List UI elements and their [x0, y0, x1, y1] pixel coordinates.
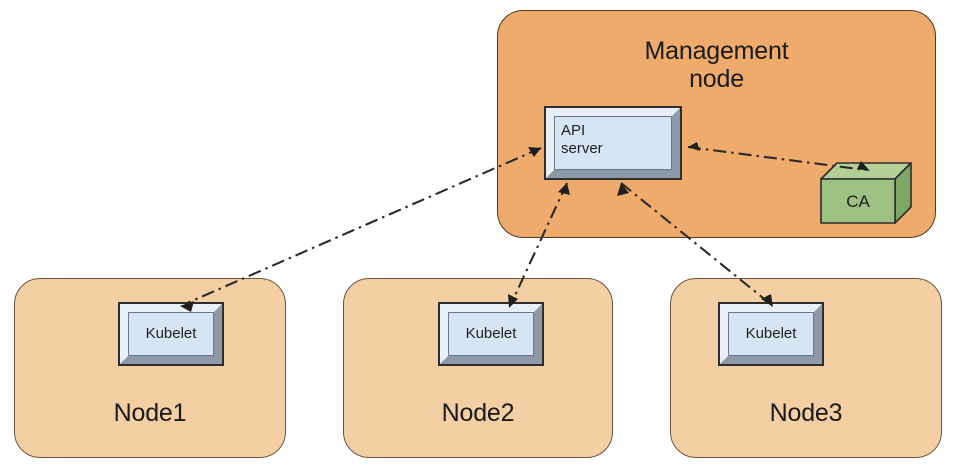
management-node-title-line1: Management	[644, 37, 789, 65]
ca-label: CA	[846, 192, 870, 211]
kubelet-inner-face-node2	[448, 312, 534, 356]
kubelet-inner-face-node3	[728, 312, 814, 356]
kubelet-box-node3[interactable]: Kubelet	[718, 302, 824, 366]
api-server-inner-face	[554, 116, 672, 170]
api-server-label-line1: API	[561, 122, 586, 139]
management-node-title-line2: node	[689, 65, 744, 93]
worker-node-label-node1: Node1	[113, 399, 187, 427]
api-server-box[interactable]: API server	[544, 106, 682, 180]
kubelet-box-node1[interactable]: Kubelet	[118, 302, 224, 366]
kubelet-label-node3: Kubelet	[745, 324, 797, 342]
kubelet-label-node2: Kubelet	[465, 324, 517, 342]
api-server-label-line2: server	[561, 140, 603, 157]
ca-box[interactable]: CA	[820, 162, 912, 224]
worker-node-label-node2: Node2	[441, 399, 515, 427]
kubelet-box-node2[interactable]: Kubelet	[438, 302, 544, 366]
kubelet-label-node1: Kubelet	[145, 324, 197, 342]
kubelet-inner-face-node1	[128, 312, 214, 356]
worker-node-label-node3: Node3	[769, 399, 843, 427]
